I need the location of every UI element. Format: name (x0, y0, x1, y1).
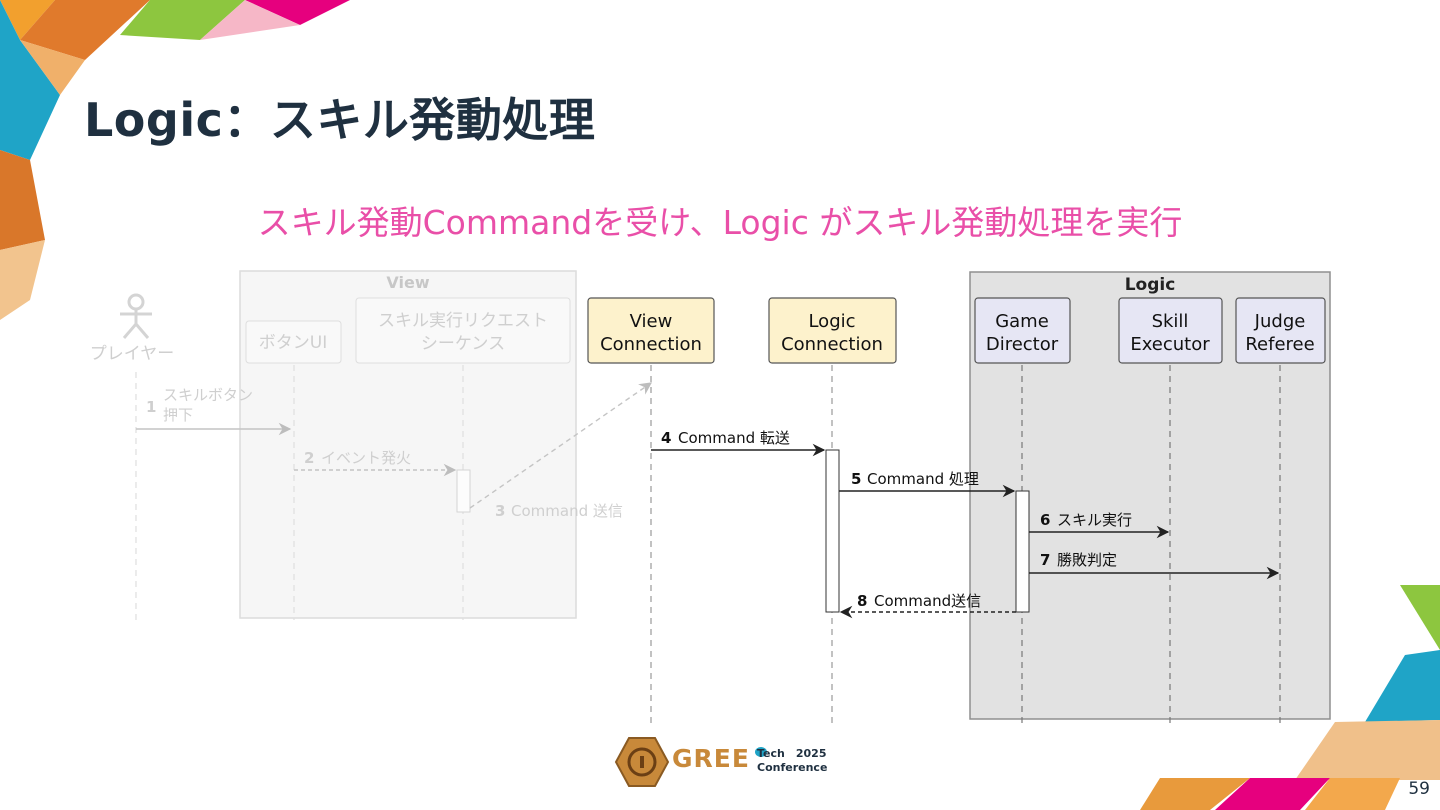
svg-text:Connection: Connection (781, 334, 883, 355)
participant-game-director: Game Director (974, 297, 1071, 364)
svg-text:イベント発火: イベント発火 (321, 449, 411, 467)
participant-judge-referee: Judge Referee (1235, 297, 1326, 364)
svg-text:Game: Game (995, 311, 1049, 332)
conference-label: Conference (757, 761, 828, 774)
message-6: 6 スキル実行 (1029, 511, 1170, 539)
message-1: 1 スキルボタン 押下 (136, 386, 292, 436)
tech-year-label: Tech 2025 (757, 747, 827, 760)
player-actor-icon (120, 293, 152, 339)
gree-brand-text: GREE (672, 744, 750, 773)
participant-button-ui: ボタンUI (245, 320, 342, 364)
participant-logic-connection: Logic Connection (768, 297, 897, 364)
svg-text:View: View (630, 311, 673, 332)
participant-view-connection: View Connection (587, 297, 715, 364)
svg-text:2: 2 (304, 449, 314, 467)
svg-text:Director: Director (986, 334, 1059, 355)
gree-logo-icon (614, 737, 767, 787)
message-4: 4 Command 転送 (651, 429, 826, 457)
message-5: 5 Command 処理 (839, 470, 1016, 498)
svg-text:Command送信: Command送信 (874, 592, 981, 610)
message-7: 7 勝敗判定 (1029, 551, 1280, 580)
participant-skill-executor: Skill Executor (1118, 297, 1223, 364)
svg-text:スキル実行リクエスト: スキル実行リクエスト (378, 311, 548, 331)
activation-skill-request (456, 469, 471, 513)
svg-text:Referee: Referee (1245, 334, 1314, 355)
activation-logic-connection (825, 449, 840, 613)
slide-subtitle: スキル発動Commandを受け、Logic がスキル発動処理を実行 (257, 203, 1183, 242)
page-number: 59 (1408, 779, 1430, 799)
participant-player: プレイヤー (90, 344, 175, 364)
svg-text:Logic: Logic (808, 311, 855, 332)
svg-text:1: 1 (146, 398, 156, 416)
top-left-decoration (0, 0, 350, 320)
logic-group-label: Logic (1125, 275, 1176, 295)
svg-text:3: 3 (495, 502, 505, 520)
svg-text:7: 7 (1040, 551, 1050, 569)
bottom-right-decoration (1140, 585, 1440, 810)
svg-text:Command 送信: Command 送信 (511, 502, 623, 520)
svg-text:スキルボタン: スキルボタン (163, 386, 253, 404)
slide-title: Logic：スキル発動処理 (84, 93, 596, 147)
activation-game-director (1015, 490, 1030, 613)
svg-text:Judge: Judge (1254, 311, 1306, 332)
message-2: 2 イベント発火 (294, 449, 457, 477)
svg-text:8: 8 (857, 592, 867, 610)
message-3: 3 Command 送信 (469, 382, 653, 520)
participant-skill-request-sequence: スキル実行リクエスト シーケンス (355, 297, 571, 364)
view-group-label: View (386, 273, 429, 292)
svg-text:Executor: Executor (1130, 334, 1210, 355)
svg-text:6: 6 (1040, 511, 1050, 529)
svg-text:押下: 押下 (163, 406, 193, 424)
svg-text:ボタンUI: ボタンUI (259, 333, 327, 353)
svg-text:4: 4 (661, 429, 671, 447)
svg-text:Connection: Connection (600, 334, 702, 355)
svg-text:Skill: Skill (1152, 311, 1189, 332)
svg-text:スキル実行: スキル実行 (1057, 511, 1132, 529)
svg-text:シーケンス: シーケンス (421, 334, 505, 354)
svg-text:勝敗判定: 勝敗判定 (1057, 551, 1117, 569)
svg-text:Command 処理: Command 処理 (867, 470, 979, 488)
svg-text:Command 転送: Command 転送 (678, 429, 790, 447)
message-8: 8 Command送信 (839, 592, 1016, 619)
svg-text:5: 5 (851, 470, 861, 488)
